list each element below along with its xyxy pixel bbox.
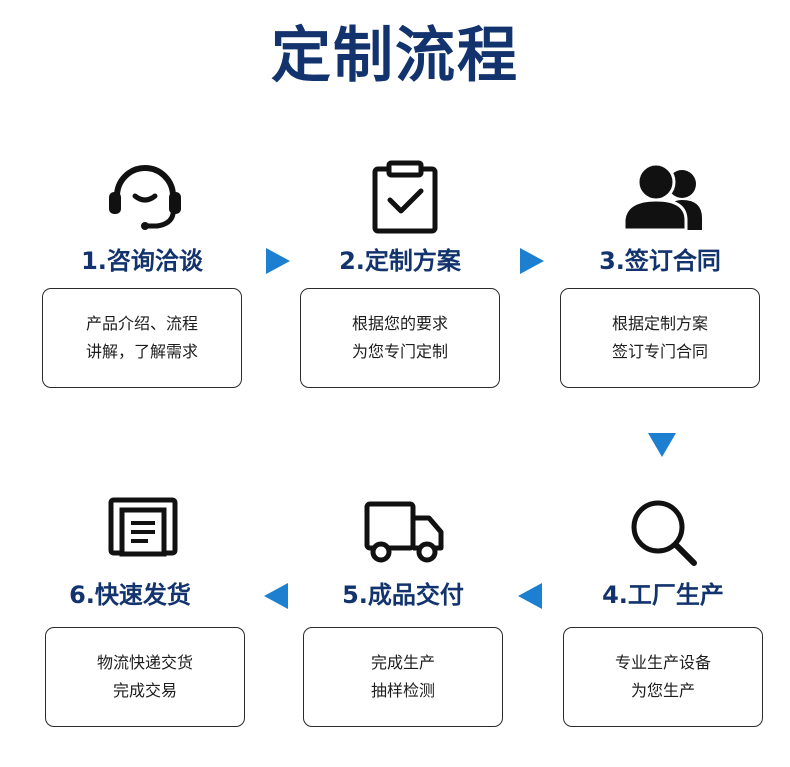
page-title: 定制流程	[271, 21, 519, 91]
step-3-box: 根据定制方案 签订专门合同	[560, 288, 760, 388]
step-6-line-2: 完成交易	[112, 681, 177, 700]
step-6-box: 物流快递交货 完成交易	[45, 627, 245, 727]
step-3-line-1: 根据定制方案	[611, 314, 708, 333]
arrow-right-1-2	[266, 248, 290, 274]
step-1-title: 1.咨询洽谈	[81, 247, 203, 275]
step-6-title: 6.快速发货	[69, 581, 191, 609]
users-icon	[622, 160, 704, 232]
step-3-line-2: 签订专门合同	[611, 342, 708, 361]
package-icon	[108, 497, 178, 559]
step-5-line-2: 抽样检测	[370, 681, 435, 700]
step-5-line-1: 完成生产	[370, 653, 435, 672]
arrow-left-5-6	[264, 583, 288, 609]
step-2-line-2: 为您专门定制	[351, 342, 448, 361]
step-1-line-1: 产品介绍、流程	[85, 314, 198, 333]
step-4-line-2: 为您生产	[630, 681, 695, 700]
arrow-down-3-4	[648, 433, 676, 457]
step-1-box: 产品介绍、流程 讲解，了解需求	[42, 288, 242, 388]
step-5-title: 5.成品交付	[342, 581, 464, 609]
step-4-line-1: 专业生产设备	[614, 653, 711, 672]
step-2-title: 2.定制方案	[339, 247, 461, 275]
step-2-line-1: 根据您的要求	[351, 314, 448, 333]
step-1-line-2: 讲解，了解需求	[85, 342, 198, 361]
step-4-box: 专业生产设备 为您生产	[563, 627, 763, 727]
arrow-right-2-3	[520, 248, 544, 274]
magnifier-icon	[628, 497, 698, 567]
clipboard-check-icon	[370, 160, 440, 234]
step-3-title: 3.签订合同	[599, 247, 721, 275]
headset-icon	[105, 158, 185, 234]
step-4-title: 4.工厂生产	[602, 581, 724, 609]
step-2-box: 根据您的要求 为您专门定制	[300, 288, 500, 388]
truck-icon	[363, 500, 445, 564]
step-6-line-1: 物流快递交货	[96, 653, 193, 672]
step-5-box: 完成生产 抽样检测	[303, 627, 503, 727]
arrow-left-4-5	[518, 583, 542, 609]
